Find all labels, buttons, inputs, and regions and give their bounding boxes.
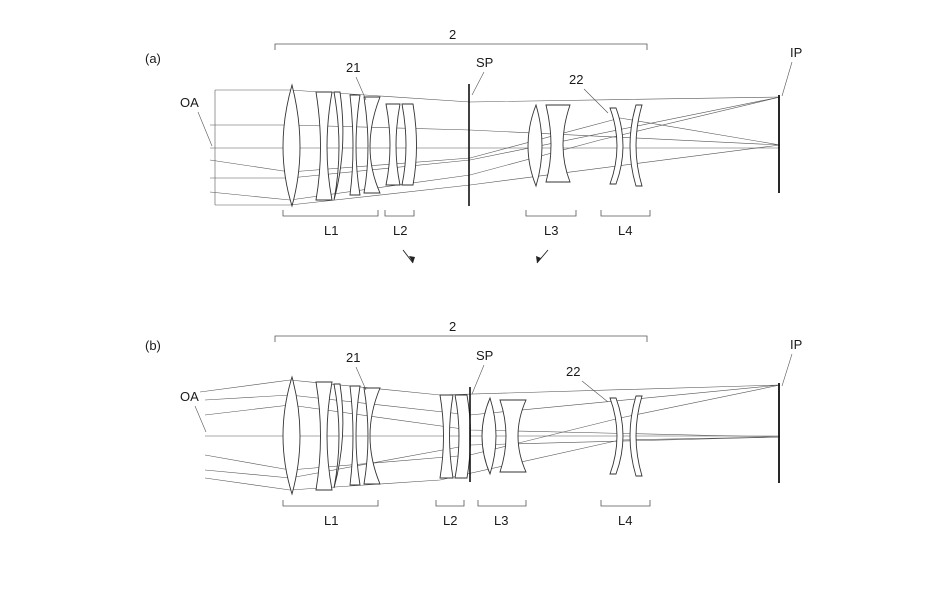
panel-b-ref-22: 22: [566, 364, 580, 379]
panel-b-lens-group-l2: [439, 394, 471, 479]
panel-a-axis-label: OA: [180, 95, 199, 110]
panel-a-group-2-label: 2: [449, 27, 456, 42]
panel-b-l3-label: L3: [494, 513, 508, 528]
panel-b-group-2-label: 2: [449, 319, 456, 334]
panel-a-rays: [209, 89, 781, 206]
panel-b-label: (b): [145, 338, 161, 353]
panel-b-stop-label: SP: [476, 348, 493, 363]
panel-a-lens-group-l2: [385, 103, 417, 186]
panel-a-l2-label: L2: [393, 223, 407, 238]
panel-a-l1-label: L1: [324, 223, 338, 238]
panel-a: (a) 2 OA: [145, 27, 802, 238]
panel-b-ref-21-leader: [355, 366, 367, 391]
panel-a-ref-21: 21: [346, 60, 360, 75]
panel-a-stop-label: SP: [476, 55, 493, 70]
panel-a-stop-leader: [471, 71, 485, 96]
panel-b-l1-bracket: [282, 500, 379, 507]
panel-b-l4-bracket: [600, 500, 651, 507]
panel-b-ref-22-leader: [581, 380, 609, 403]
panel-b-image-leader: [781, 353, 793, 387]
panel-a-ref-22-leader: [583, 88, 609, 114]
panel-b-ref-21: 21: [346, 350, 360, 365]
panel-a-lens-group-l1: [282, 83, 381, 208]
panel-a-l4-label: L4: [618, 223, 632, 238]
panel-a-ref-21-leader: [355, 76, 367, 101]
panel-a-l4-bracket: [600, 210, 651, 217]
panel-b-image-label: IP: [790, 337, 802, 352]
arrow-down-right: [402, 249, 415, 264]
panel-b-lens-group-l3: [481, 396, 527, 476]
panel-b-l2-bracket: [435, 500, 465, 507]
panel-a-l1-bracket: [282, 210, 379, 217]
panel-a-axis-leader: [197, 111, 213, 147]
panel-b-axis-label: OA: [180, 389, 199, 404]
panel-a-ref-22: 22: [569, 72, 583, 87]
panel-b-l4-label: L4: [618, 513, 632, 528]
arrow-down-left: [536, 249, 549, 264]
panel-b-l3-bracket: [477, 500, 527, 507]
panel-a-l3-label: L3: [544, 223, 558, 238]
panel-a-group-2-bracket: [274, 43, 648, 50]
panel-b-l1-label: L1: [324, 513, 338, 528]
panel-b-lens-group-l4: [609, 395, 643, 477]
panel-a-lens-group-l4: [609, 104, 643, 187]
panel-a-image-label: IP: [790, 45, 802, 60]
panel-b: (b) 2 OA SP: [145, 319, 802, 528]
panel-a-label: (a): [145, 51, 161, 66]
panel-a-l3-bracket: [525, 210, 577, 217]
panel-b-stop-leader: [471, 364, 485, 395]
panel-a-l2-bracket: [384, 210, 415, 217]
panel-a-image-leader: [781, 61, 793, 97]
panel-b-group-2-bracket: [274, 335, 648, 342]
movement-arrows: [402, 249, 549, 264]
panel-b-l2-label: L2: [443, 513, 457, 528]
panel-b-axis-leader: [194, 405, 207, 433]
panel-b-lens-group-l1: [282, 375, 381, 496]
panel-a-lens-group-l3: [527, 103, 571, 188]
